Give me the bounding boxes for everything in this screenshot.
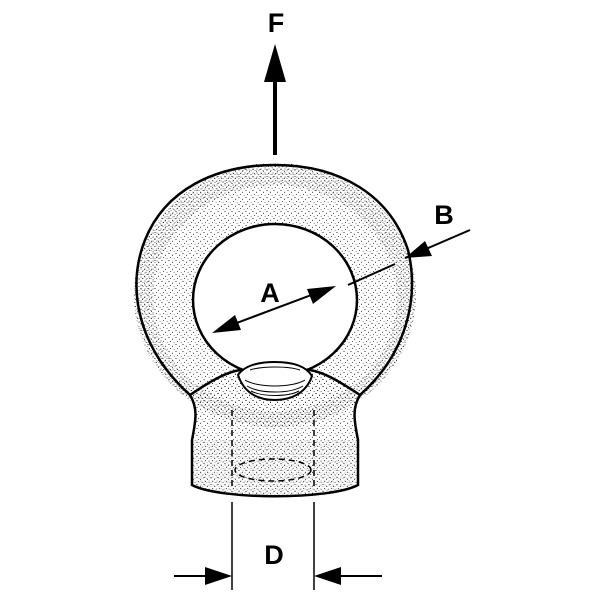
dimension-b-label: B xyxy=(434,200,454,230)
dimension-d-label: D xyxy=(264,540,284,570)
dimension-a xyxy=(212,286,336,333)
dimension-d xyxy=(174,502,382,590)
eye-nut-collar xyxy=(188,368,362,498)
eye-ring xyxy=(133,163,416,427)
threaded-hole xyxy=(236,360,314,402)
dimension-b xyxy=(347,229,471,286)
force-arrow xyxy=(264,44,286,155)
force-label: F xyxy=(268,8,285,38)
dimension-a-label: A xyxy=(260,278,280,308)
